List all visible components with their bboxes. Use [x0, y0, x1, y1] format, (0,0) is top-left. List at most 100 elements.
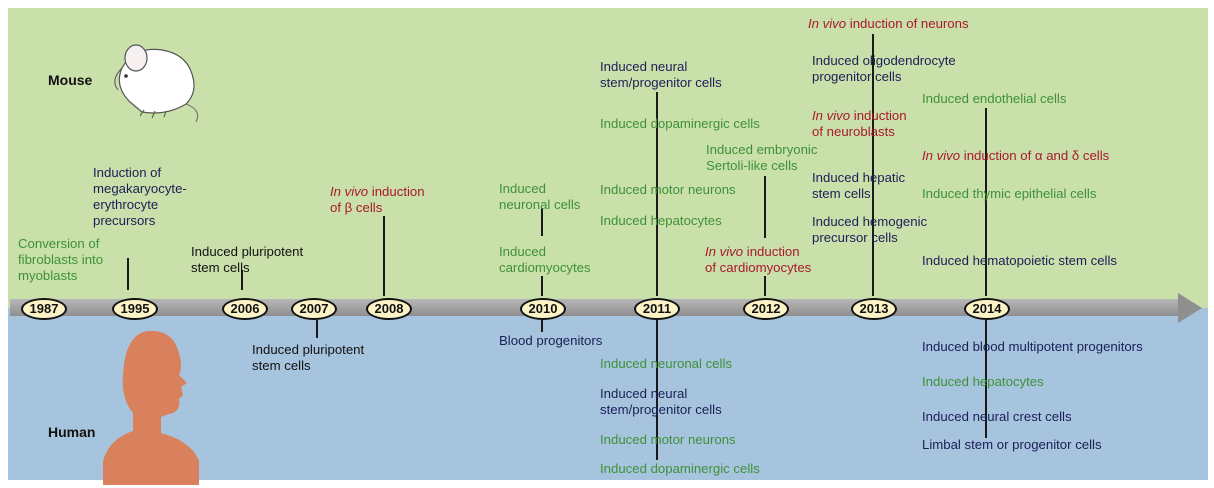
stem-2010-b [541, 276, 543, 296]
year-badge: 2013 [851, 298, 897, 320]
event-label-line: Induced endothelial cells [922, 91, 1067, 106]
event-label: Induced motor neurons [600, 432, 736, 448]
event-label-line: In vivo induction of α and δ cells [922, 148, 1110, 163]
event-label: In vivo induction of neurons [808, 16, 969, 32]
event-label: Induced motor neurons [600, 182, 736, 198]
event-label-line: Induced [499, 244, 546, 259]
event-label-line: Induced [499, 181, 546, 196]
event-label-line: Induced hemogenic [812, 214, 928, 229]
stem-2010-a [541, 208, 543, 236]
event-label: Induced thymic epithelial cells [922, 186, 1096, 202]
year-badge: 2007 [291, 298, 337, 320]
stem-2008-mouse [383, 216, 385, 296]
year-badge: 2014 [964, 298, 1010, 320]
event-label: Induced hepatocytes [922, 374, 1044, 390]
event-label-line: cardiomyocytes [499, 260, 591, 275]
event-label-line: stem/progenitor cells [600, 402, 722, 417]
event-label-line: In vivo induction [705, 244, 800, 259]
event-label-line: myoblasts [18, 268, 78, 283]
event-label: Limbal stem or progenitor cells [922, 437, 1102, 453]
event-label-line: stem cells [812, 186, 871, 201]
event-label-line: Induced neural [600, 386, 688, 401]
event-label-line: Induced oligodendrocyte [812, 53, 956, 68]
human-band [8, 308, 1208, 480]
stem-2007-human [316, 320, 318, 338]
stem-2012-mouse [764, 176, 766, 238]
event-label-line: Induced hepatic [812, 170, 906, 185]
event-label-line: progenitor cells [812, 69, 902, 84]
event-label-line: Blood progenitors [499, 333, 603, 348]
event-label-line: precursor cells [812, 230, 898, 245]
event-label: Induced hematopoietic stem cells [922, 253, 1117, 269]
year-badge: 2008 [366, 298, 412, 320]
event-label-line: megakaryocyte- [93, 181, 187, 196]
event-label-line: Induced motor neurons [600, 182, 736, 197]
event-label-line: In vivo induction of neurons [808, 16, 969, 31]
event-label-line: Induced dopaminergic cells [600, 461, 760, 476]
stem-2010-human [541, 320, 543, 332]
stem-1995-mouse [127, 258, 129, 290]
year-badge: 1995 [112, 298, 158, 320]
year-badge: 1987 [21, 298, 67, 320]
human-silhouette-icon [103, 330, 199, 485]
event-label-line: stem cells [191, 260, 250, 275]
event-label-line: erythrocyte [93, 197, 159, 212]
event-label-line: Sertoli-like cells [706, 158, 798, 173]
event-label-line: In vivo induction [330, 184, 425, 199]
event-label-line: Induced hematopoietic stem cells [922, 253, 1117, 268]
event-label-line: Induced hepatocytes [600, 213, 722, 228]
event-label: Blood progenitors [499, 333, 602, 349]
year-badge: 2010 [520, 298, 566, 320]
mouse-band [8, 8, 1208, 308]
stem-2011-human [656, 320, 658, 460]
event-label-line: of neuroblasts [812, 124, 895, 139]
event-label: In vivo induction of α and δ cells [922, 148, 1109, 164]
stem-2011-mouse [656, 92, 658, 296]
event-label-line: Induced neuronal cells [600, 356, 732, 371]
event-label-line: Induced hepatocytes [922, 374, 1044, 389]
event-label-line: precursors [93, 213, 156, 228]
event-label-line: Induced neural crest cells [922, 409, 1072, 424]
event-label: Induced blood multipotent progenitors [922, 339, 1143, 355]
event-label-line: Induced dopaminergic cells [600, 116, 760, 131]
event-label-line: stem cells [252, 358, 311, 373]
stem-2012-b [764, 276, 766, 296]
stem-2013-mouse [872, 34, 874, 296]
event-label-line: In vivo induction [812, 108, 907, 123]
event-label-line: fibroblasts into [18, 252, 104, 267]
year-badge: 2012 [743, 298, 789, 320]
event-label-line: Induction of [93, 165, 162, 180]
event-label-line: Conversion of [18, 236, 100, 251]
mouse-label: Mouse [48, 72, 93, 88]
event-label-line: neuronal cells [499, 197, 581, 212]
event-label-line: Induced pluripotent [191, 244, 304, 259]
mouse-illustration-icon [114, 44, 199, 123]
event-label-line: Induced pluripotent [252, 342, 365, 357]
event-label-line: of β cells [330, 200, 383, 215]
event-label-line: Induced thymic epithelial cells [922, 186, 1097, 201]
event-label: Induced neural crest cells [922, 409, 1072, 425]
event-label-line: Limbal stem or progenitor cells [922, 437, 1102, 452]
event-label: Induced hepatocytes [600, 213, 722, 229]
stem-2006-mouse [241, 270, 243, 290]
timeline-arrowhead [1178, 293, 1202, 323]
event-label-line: stem/progenitor cells [600, 75, 722, 90]
human-label: Human [48, 424, 96, 440]
event-label-line: Induced neural [600, 59, 688, 74]
stem-2014-mouse [985, 108, 987, 296]
event-label: Induced endothelial cells [922, 91, 1066, 107]
event-label-line: Induced blood multipotent progenitors [922, 339, 1143, 354]
